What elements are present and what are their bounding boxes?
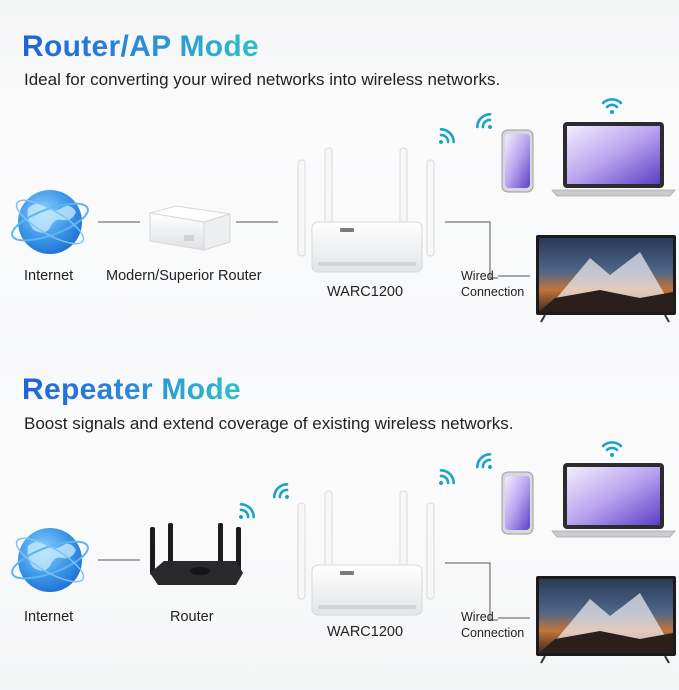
wired-line1: Wired [461, 610, 494, 624]
wifi-icon [475, 452, 492, 469]
phone-icon [501, 129, 534, 193]
wired-line2: Connection [461, 285, 525, 299]
wired-connection-label: Wired Connection [461, 268, 524, 300]
upstream-router-label: Modern/Superior Router [106, 268, 262, 284]
wifi-icon [601, 441, 623, 457]
modem-icon [149, 205, 231, 251]
wired-line2: Connection [461, 626, 525, 640]
phone-icon [501, 471, 534, 535]
device-label: WARC1200 [327, 624, 404, 640]
laptop-icon [551, 463, 676, 538]
wired-connection-label: Wired Connection [461, 609, 524, 641]
repeater-title: Repeater Mode [22, 373, 241, 406]
wifi-icon [475, 112, 492, 129]
tv-icon [536, 235, 676, 323]
globe-icon [11, 190, 89, 254]
link-line [445, 221, 498, 279]
router-ap-diagram [11, 98, 676, 323]
wifi-icon [239, 502, 256, 519]
router-ap-title: Router/AP Mode [22, 30, 259, 63]
wifi-icon [439, 127, 456, 144]
wifi-icon [439, 468, 456, 485]
upstream-router-label: Router [170, 609, 214, 625]
router-icon [297, 490, 435, 616]
link-line [445, 562, 498, 621]
internet-label: Internet [24, 268, 74, 284]
router-ap-subtitle: Ideal for converting your wired networks… [24, 70, 501, 89]
router-ap-section: Router/AP Mode Ideal for converting your… [0, 0, 679, 345]
repeater-subtitle: Boost signals and extend coverage of exi… [24, 414, 514, 433]
repeater-section: Repeater Mode Boost signals and extend c… [0, 345, 679, 690]
wifi-icon [601, 98, 623, 114]
laptop-icon [551, 122, 676, 197]
black-router-icon [150, 523, 243, 585]
router-icon [297, 147, 435, 273]
tv-icon [536, 576, 676, 664]
globe-icon [11, 528, 89, 592]
repeater-diagram [11, 441, 676, 664]
wired-line1: Wired [461, 269, 494, 283]
internet-label: Internet [24, 609, 74, 625]
wifi-icon [272, 482, 289, 499]
device-label: WARC1200 [327, 284, 404, 300]
